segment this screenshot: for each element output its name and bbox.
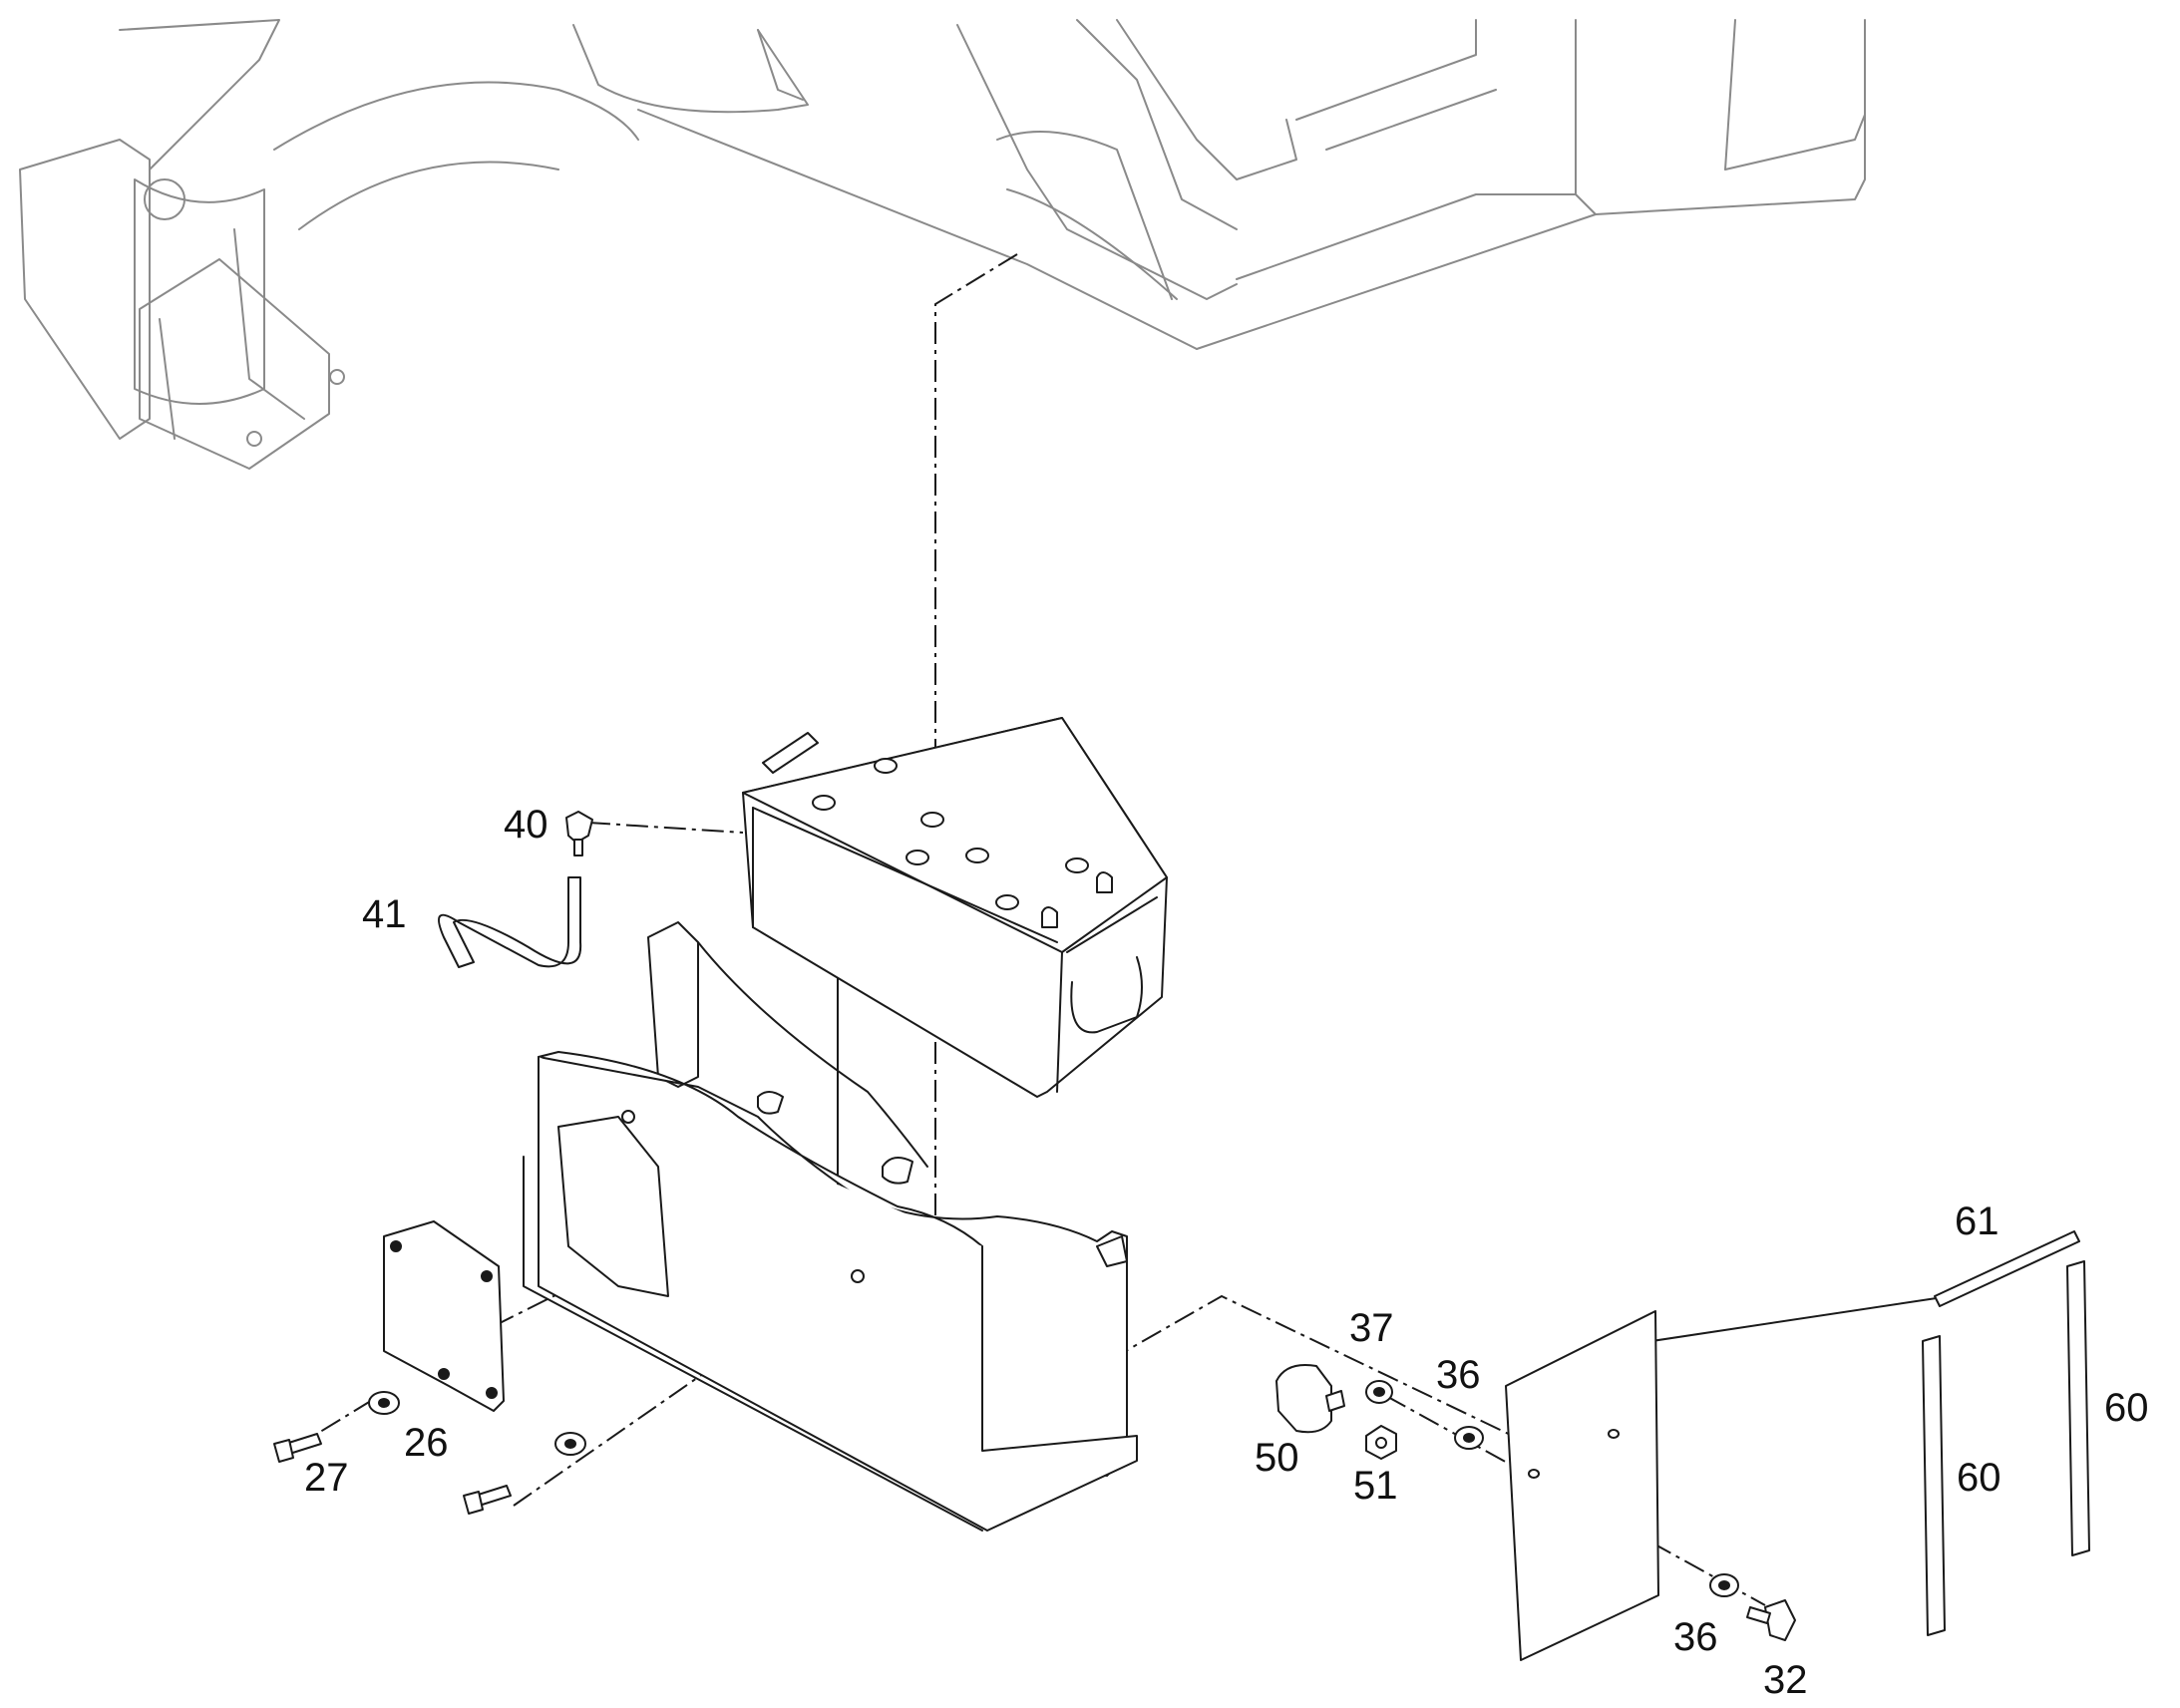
label-36-lower: 36 [1673,1615,1718,1659]
label-37: 37 [1349,1306,1394,1350]
cover-plate [383,1220,505,1412]
label-27: 27 [304,1456,349,1500]
callout-labels: 40 41 26 27 37 36 50 51 36 32 61 60 60 [304,803,2149,1702]
label-61: 61 [1955,1199,1999,1243]
bolt-tray [463,1485,512,1515]
washer-tray [554,1432,586,1456]
rubber-mount-50 [1275,1364,1345,1434]
washer-36-upper [1454,1426,1484,1450]
washer-36-lower [1709,1573,1739,1597]
knob-32 [1746,1599,1796,1641]
battery-tray [523,921,1138,1532]
label-60-right: 60 [2104,1386,2149,1430]
label-32: 32 [1763,1658,1808,1702]
strip-60-right [2066,1260,2090,1556]
label-40: 40 [504,803,548,847]
label-50: 50 [1255,1436,1299,1480]
breather-hose [438,876,582,968]
battery [742,717,1168,1098]
label-26: 26 [404,1421,449,1465]
label-60-left: 60 [1957,1456,2001,1500]
nut-51 [1365,1425,1397,1460]
side-panel [1505,1310,1659,1661]
washer-26 [368,1391,400,1415]
strip-61 [1934,1230,2080,1307]
label-41: 41 [362,892,407,936]
washer-37 [1365,1380,1393,1404]
breather-elbow [565,811,593,856]
label-51: 51 [1353,1464,1398,1508]
label-36-upper: 36 [1436,1353,1481,1397]
bolt-27 [273,1433,322,1463]
strip-60-left [1922,1335,1946,1636]
machine-frame [19,19,1866,470]
